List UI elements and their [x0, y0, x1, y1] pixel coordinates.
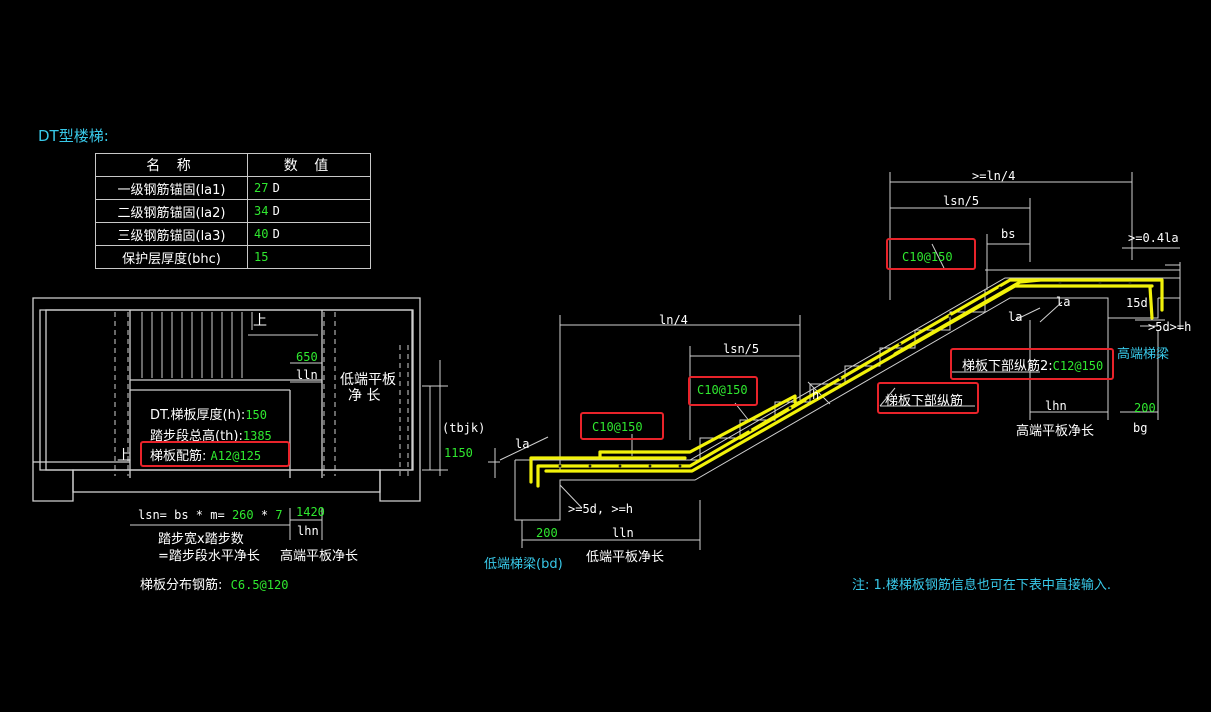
plan-tbjk: (tbjk)	[442, 421, 486, 435]
dim-bg: bg	[1133, 421, 1148, 435]
dim-lln: lln	[612, 526, 634, 540]
plan-low-platform-2: 净 长	[348, 388, 381, 404]
table-row: 二级钢筋锚固(la2) 34 D	[95, 199, 371, 223]
slab-thickness-label: DT.梯板厚度(h):	[150, 408, 246, 423]
row-name: 二级钢筋锚固(la2)	[95, 199, 248, 223]
row-value-cell[interactable]: 15	[247, 245, 371, 269]
row-name: 保护层厚度(bhc)	[95, 245, 248, 269]
dim-15d: 15d	[1126, 296, 1148, 310]
leader-lines	[631, 243, 1040, 456]
slab-rebar-label: 梯板配筋:	[150, 449, 207, 464]
plan-low-platform-1: 低端平板	[340, 372, 396, 388]
slab-thickness-value[interactable]: 150	[245, 408, 267, 422]
plan-lln: lln	[296, 368, 318, 382]
plan-lhn: lhn	[297, 524, 319, 538]
header-name: 名 称	[95, 153, 248, 177]
lsn-bs-value[interactable]: 260	[231, 508, 254, 522]
slab-rebar-highlight	[140, 441, 290, 467]
row-value[interactable]: 34	[254, 203, 269, 218]
total-height-label: 踏步段总高(th):	[150, 429, 243, 444]
low-rebar-value[interactable]: C10@150	[592, 420, 643, 434]
dim-lhn: lhn	[1045, 399, 1067, 413]
dim-200-left[interactable]: 200	[536, 526, 558, 540]
plan-hidden-lines	[114, 312, 409, 476]
total-height-value[interactable]: 1385	[242, 429, 272, 443]
footnote: 注: 1.楼梯板钢筋信息也可在下表中直接输入.	[852, 578, 1112, 593]
plan-dim-1150[interactable]: 1150	[444, 446, 473, 460]
low-end-beam-label: 低端梯梁(bd)	[484, 557, 563, 572]
dim-ge-5d-h-right: >5d>=h	[1148, 320, 1192, 334]
table-row: 一级钢筋锚固(la1) 27 D	[95, 176, 371, 200]
top-rebar-value[interactable]: C10@150	[902, 250, 953, 264]
rebar-dots	[558, 281, 1132, 468]
dim-ge-ln4: >=ln/4	[972, 169, 1016, 183]
slab-thickness-row: DT.梯板厚度(h):150	[150, 404, 267, 423]
dim-la-left: la	[515, 437, 530, 451]
lsn-m-value[interactable]: 7	[275, 508, 283, 522]
dim-la-1: la	[1056, 295, 1071, 309]
row-value-cell[interactable]: 34 D	[247, 199, 371, 223]
distribution-rebar-label: 梯板分布钢筋:	[140, 578, 223, 593]
plan-dim-1420[interactable]: 1420	[296, 505, 325, 519]
high-platform-length-label: 高端平板净长	[1016, 424, 1095, 439]
dim-200-right[interactable]: 200	[1134, 401, 1156, 415]
mid-rebar-value[interactable]: C10@150	[697, 383, 748, 397]
bottom-rebar-label: 梯板下部纵筋	[885, 394, 964, 409]
row-value[interactable]: 27	[254, 180, 269, 195]
dim-lsn5-mid: lsn/5	[723, 342, 760, 356]
lsn-formula: lsn= bs * m= 260 * 7	[138, 508, 283, 522]
table-row: 三级钢筋锚固(la3) 40 D	[95, 222, 371, 246]
plan-view-outline	[32, 297, 421, 502]
bottom-rebar-highlight	[877, 382, 979, 414]
bottom-rebar2-value[interactable]: C12@150	[1052, 359, 1104, 373]
distribution-rebar-value[interactable]: C6.5@120	[230, 578, 289, 592]
plan-dim-650[interactable]: 650	[296, 350, 318, 364]
table-header-row: 名 称 数 值	[95, 153, 371, 177]
dim-ge-04la: >=0.4la	[1128, 231, 1179, 245]
bottom-rebar2-row: 梯板下部纵筋2:C12@150	[962, 355, 1103, 374]
plan-high-platform: 高端平板净长	[280, 549, 359, 564]
row-unit: D	[272, 226, 280, 241]
dim-la-2: la	[1008, 310, 1023, 324]
plan-up-mark-bottom: 上	[117, 448, 131, 464]
plan-note-line2: =踏步段水平净长	[158, 549, 260, 564]
low-rebar-highlight	[580, 412, 664, 440]
lsn-star: *	[260, 508, 269, 522]
lsn-formula-label: lsn= bs * m=	[138, 508, 225, 522]
plan-up-mark-top: 上	[253, 313, 267, 329]
diagram-title: DT型楼梯:	[38, 127, 109, 145]
dim-ln4: ln/4	[659, 313, 688, 327]
high-end-beam-label: 高端梯梁	[1117, 347, 1170, 362]
dim-ge-5d-h-left: >=5d, >=h	[568, 502, 634, 516]
dim-h: h	[812, 388, 820, 402]
dim-bs: bs	[1001, 227, 1016, 241]
row-unit: D	[272, 180, 280, 195]
bottom-rebar2-label: 梯板下部纵筋2:	[962, 359, 1053, 374]
distribution-rebar-row: 梯板分布钢筋: C6.5@120	[140, 574, 288, 593]
table-row: 保护层厚度(bhc) 15	[95, 245, 371, 269]
row-value[interactable]: 15	[254, 249, 269, 264]
dim-lsn5-top: lsn/5	[943, 194, 980, 208]
slab-rebar-value[interactable]: A12@125	[210, 449, 262, 463]
slab-rebar-row: 梯板配筋: A12@125	[150, 445, 261, 464]
low-platform-length-label: 低端平板净长	[586, 550, 665, 565]
anchorage-parameter-table: 名 称 数 值 一级钢筋锚固(la1) 27 D 二级钢筋锚固(la2) 34 …	[95, 153, 371, 269]
total-height-row: 踏步段总高(th):1385	[150, 425, 272, 444]
mid-rebar-highlight	[688, 376, 758, 406]
section-rebar	[529, 278, 1164, 488]
section-concrete-outline	[514, 262, 1181, 521]
plan-dimensions	[130, 360, 448, 540]
section-dimensions	[488, 172, 1180, 550]
plan-note-line1: 踏步宽x踏步数	[158, 532, 244, 547]
bottom-rebar2-highlight	[950, 348, 1114, 380]
plan-treads	[141, 312, 318, 378]
top-rebar-highlight	[886, 238, 976, 270]
row-name: 一级钢筋锚固(la1)	[95, 176, 248, 200]
row-value[interactable]: 40	[254, 226, 269, 241]
row-unit: D	[272, 203, 280, 218]
